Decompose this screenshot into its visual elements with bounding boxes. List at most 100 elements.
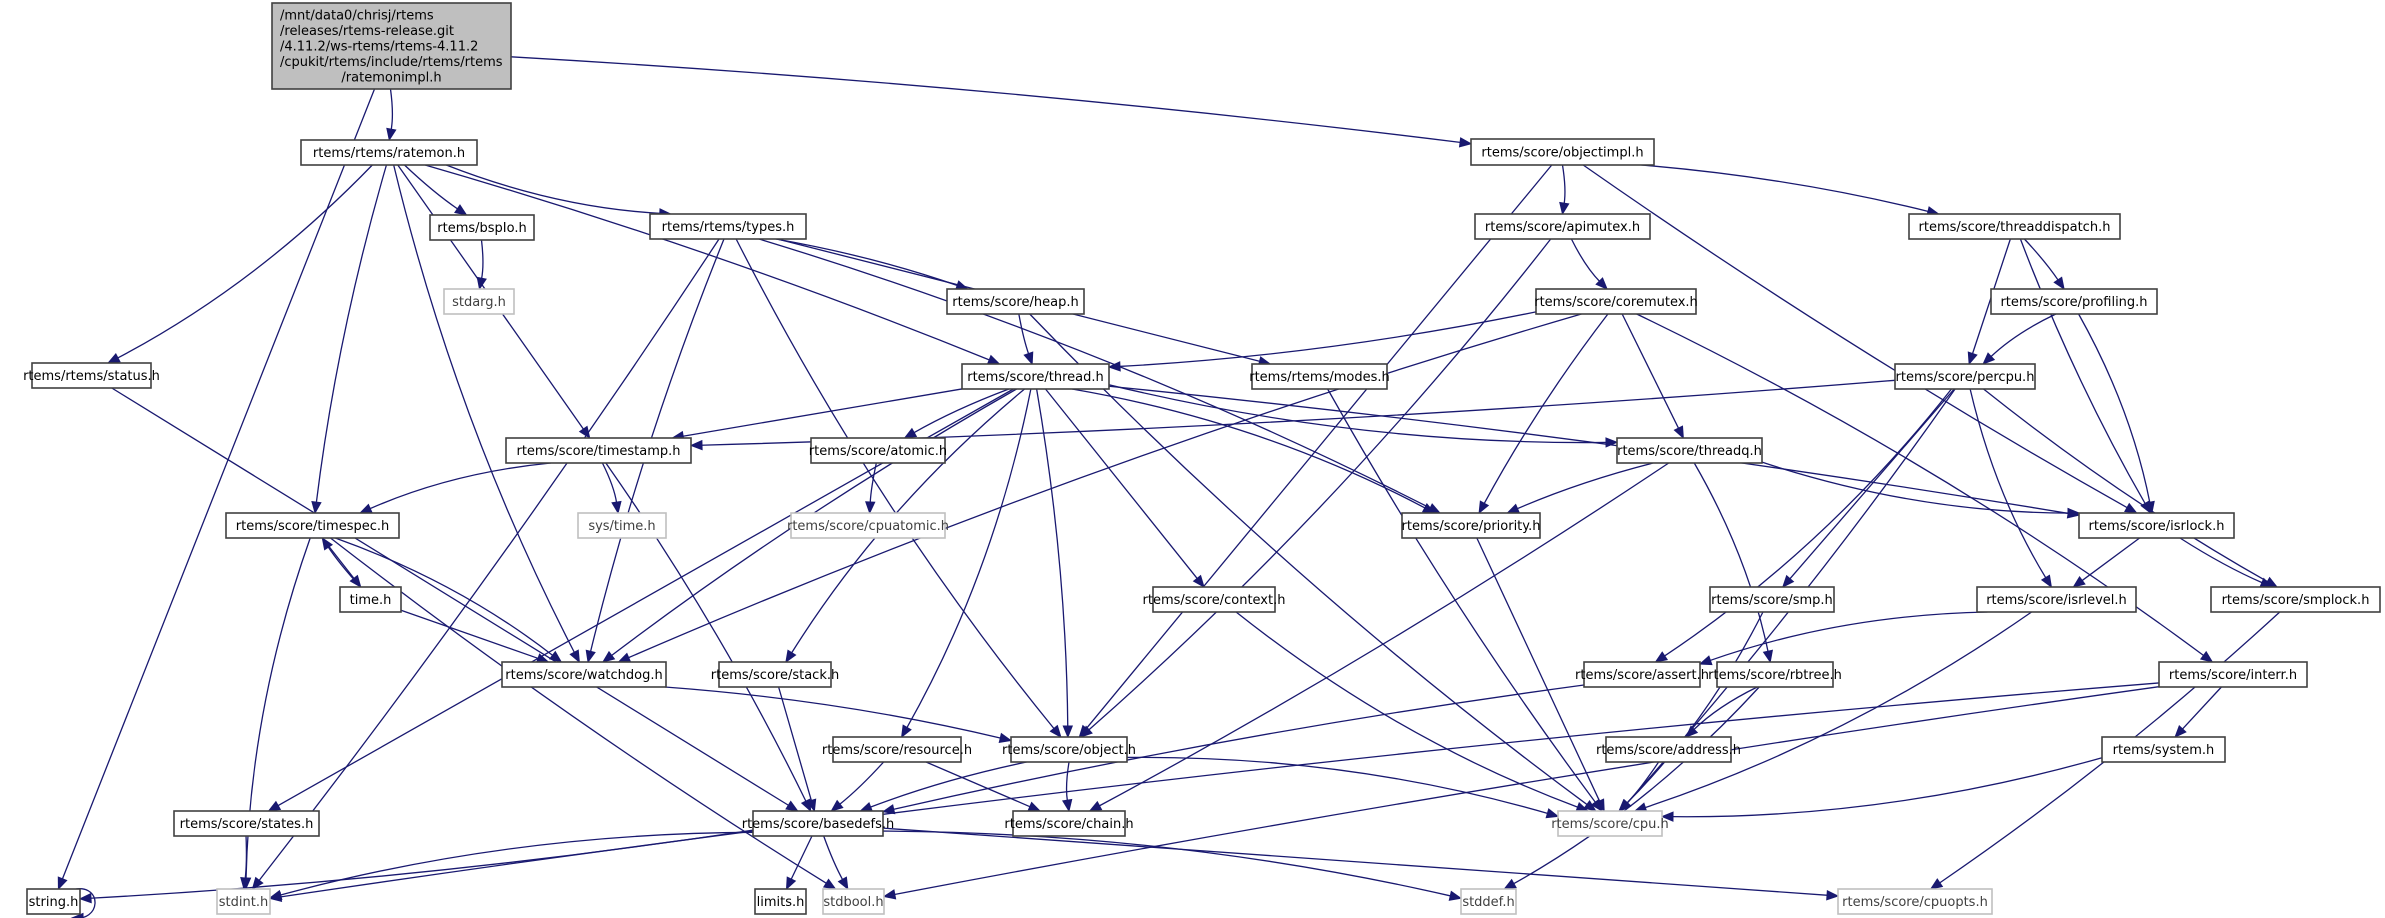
node-heap[interactable]: rtems/score/heap.h xyxy=(946,288,1085,315)
edge-ratemon-to-thread xyxy=(424,164,991,361)
arrowhead-resource-to-chain xyxy=(1027,801,1042,812)
node-box-modes xyxy=(1251,363,1388,390)
node-watchdog[interactable]: rtems/score/watchdog.h xyxy=(501,661,667,688)
edge-modes-to-cpu xyxy=(1327,388,1597,804)
node-assert[interactable]: rtems/score/assert.h xyxy=(1575,661,1709,688)
node-isrlock[interactable]: rtems/score/isrlock.h xyxy=(2078,512,2235,539)
node-box-context xyxy=(1152,586,1276,613)
node-box-threaddispatch xyxy=(1908,213,2121,240)
edge-coremutex-to-threadq xyxy=(1621,313,1680,430)
arrowhead-root-to-ratemon xyxy=(386,127,397,142)
arrowhead-profiling-to-isrlock xyxy=(2144,500,2155,515)
node-limits[interactable]: limits.h xyxy=(754,888,807,915)
node-label-bspio: rtems/bspIo.h xyxy=(437,221,526,236)
arrowhead-percpu-to-isrlevel xyxy=(2040,574,2053,589)
node-stdbool: stdbool.h xyxy=(822,888,885,915)
node-context[interactable]: rtems/score/context.h xyxy=(1143,586,1286,613)
node-threadq[interactable]: rtems/score/threadq.h xyxy=(1616,437,1763,464)
node-box-profiling xyxy=(1990,288,2158,315)
arrowhead-thread-to-object xyxy=(1062,725,1074,739)
edge-thread-to-context xyxy=(1045,388,1199,580)
edge-thread-to-isrlock xyxy=(1108,385,2070,515)
node-status[interactable]: rtems/rtems/status.h xyxy=(23,362,160,389)
node-label-stdarg: stdarg.h xyxy=(452,295,506,310)
edge-thread-to-threadq xyxy=(1108,384,1608,444)
node-string[interactable]: string.h xyxy=(26,888,81,915)
node-box-stdint xyxy=(216,888,271,915)
node-interr[interactable]: rtems/score/interr.h xyxy=(2158,661,2308,688)
edge-heap-to-thread xyxy=(1018,313,1030,355)
node-types[interactable]: rtems/rtems/types.h xyxy=(649,213,807,240)
node-object[interactable]: rtems/score/object.h xyxy=(1002,736,1136,763)
node-chain[interactable]: rtems/score/chain.h xyxy=(1004,810,1134,837)
node-smplock[interactable]: rtems/score/smplock.h xyxy=(2210,586,2381,613)
node-address[interactable]: rtems/score/address.h xyxy=(1596,736,1741,763)
node-label-timespec: rtems/score/timespec.h xyxy=(236,519,389,534)
arrowhead-rbtree-to-address xyxy=(1685,725,1699,738)
arrowhead-isrlock-to-isrlevel xyxy=(2072,575,2086,588)
node-ratemon[interactable]: rtems/rtems/ratemon.h xyxy=(300,139,478,166)
node-timespec[interactable]: rtems/score/timespec.h xyxy=(225,512,400,539)
edge-ratemon-to-watchdog xyxy=(393,164,576,654)
node-box-limits xyxy=(754,888,807,915)
arrowhead-resource-to-basedefs xyxy=(830,799,844,812)
node-isrlevel[interactable]: rtems/score/isrlevel.h xyxy=(1976,586,2137,613)
node-smp[interactable]: rtems/score/smp.h xyxy=(1709,586,1835,613)
node-rbtree[interactable]: rtems/score/rbtree.h xyxy=(1708,661,1842,688)
node-time[interactable]: time.h xyxy=(339,586,402,613)
node-label-modes: rtems/rtems/modes.h xyxy=(1249,370,1390,385)
node-states[interactable]: rtems/score/states.h xyxy=(173,810,320,837)
node-coremutex[interactable]: rtems/score/coremutex.h xyxy=(1534,288,1698,315)
node-label-smp: rtems/score/smp.h xyxy=(1711,593,1833,608)
arrowhead-basedefs-to-stdint xyxy=(268,889,283,900)
edge-isrlevel-to-assert xyxy=(1709,611,1988,662)
edge-objectimpl-to-isrlock xyxy=(1582,164,2129,509)
node-profiling[interactable]: rtems/score/profiling.h xyxy=(1990,288,2158,315)
arrowhead-thread-to-watchdog xyxy=(601,650,616,663)
node-box-chain xyxy=(1012,810,1126,837)
node-objectimpl[interactable]: rtems/score/objectimpl.h xyxy=(1470,138,1655,166)
node-box-system xyxy=(2101,736,2226,763)
arrowhead-ratemon-to-thread xyxy=(986,354,1001,365)
node-atomic[interactable]: rtems/score/atomic.h xyxy=(809,437,947,464)
arrowhead-types-to-object xyxy=(1049,724,1062,739)
node-system[interactable]: rtems/system.h xyxy=(2101,736,2226,763)
arrowhead-ratemon-to-timespec xyxy=(311,500,322,515)
node-basedefs[interactable]: rtems/score/basedefs.h xyxy=(742,810,895,837)
node-apimutex[interactable]: rtems/score/apimutex.h xyxy=(1474,213,1651,240)
node-box-smplock xyxy=(2210,586,2381,613)
edge-apimutex-to-object xyxy=(1087,238,1552,731)
arrowhead-timespec-to-watchdog xyxy=(548,650,563,663)
edge-root-to-objectimpl xyxy=(510,56,1462,144)
node-root[interactable]: /mnt/data0/chrisj/rtems/releases/rtems-r… xyxy=(271,2,512,90)
arrowhead-threadq-to-rbtree xyxy=(1762,649,1774,664)
edge-threaddispatch-to-profiling xyxy=(2023,238,2060,282)
node-label-resource: rtems/score/resource.h xyxy=(822,743,972,758)
node-timestamp[interactable]: rtems/score/timestamp.h xyxy=(505,437,692,464)
node-label-object: rtems/score/object.h xyxy=(1002,743,1136,758)
edge-basedefs-to-stddef xyxy=(882,830,1452,897)
node-modes[interactable]: rtems/rtems/modes.h xyxy=(1249,363,1390,390)
node-box-threadq xyxy=(1616,437,1763,464)
edge-object-to-cpu xyxy=(1126,756,1549,815)
node-label-root-line-4: /ratemonimpl.h xyxy=(341,71,441,86)
edge-threadq-to-rbtree xyxy=(1693,462,1769,653)
node-bspio[interactable]: rtems/bspIo.h xyxy=(429,214,535,241)
arrowhead-basedefs-to-stdbool xyxy=(837,876,849,891)
node-threaddispatch[interactable]: rtems/score/threaddispatch.h xyxy=(1908,213,2121,240)
edge-apimutex-to-coremutex xyxy=(1570,238,1601,283)
node-stack[interactable]: rtems/score/stack.h xyxy=(711,661,839,688)
edge-resource-to-chain xyxy=(925,761,1032,808)
arrowhead-timestamp-to-timespec xyxy=(358,503,373,514)
edge-context-to-cpu xyxy=(1235,611,1579,809)
node-percpu[interactable]: rtems/score/percpu.h xyxy=(1894,363,2036,390)
node-label-priority: rtems/score/priority.h xyxy=(1402,519,1541,534)
edge-coremutex-to-priority xyxy=(1483,313,1609,505)
edge-threadq-to-priority xyxy=(1516,462,1654,510)
node-thread[interactable]: rtems/score/thread.h xyxy=(961,363,1110,390)
node-resource[interactable]: rtems/score/resource.h xyxy=(822,736,972,763)
arrowhead-atomic-to-cpuatomic xyxy=(865,501,876,515)
node-priority[interactable]: rtems/score/priority.h xyxy=(1401,512,1541,539)
node-box-stack xyxy=(718,661,832,688)
node-label-assert: rtems/score/assert.h xyxy=(1575,668,1709,683)
